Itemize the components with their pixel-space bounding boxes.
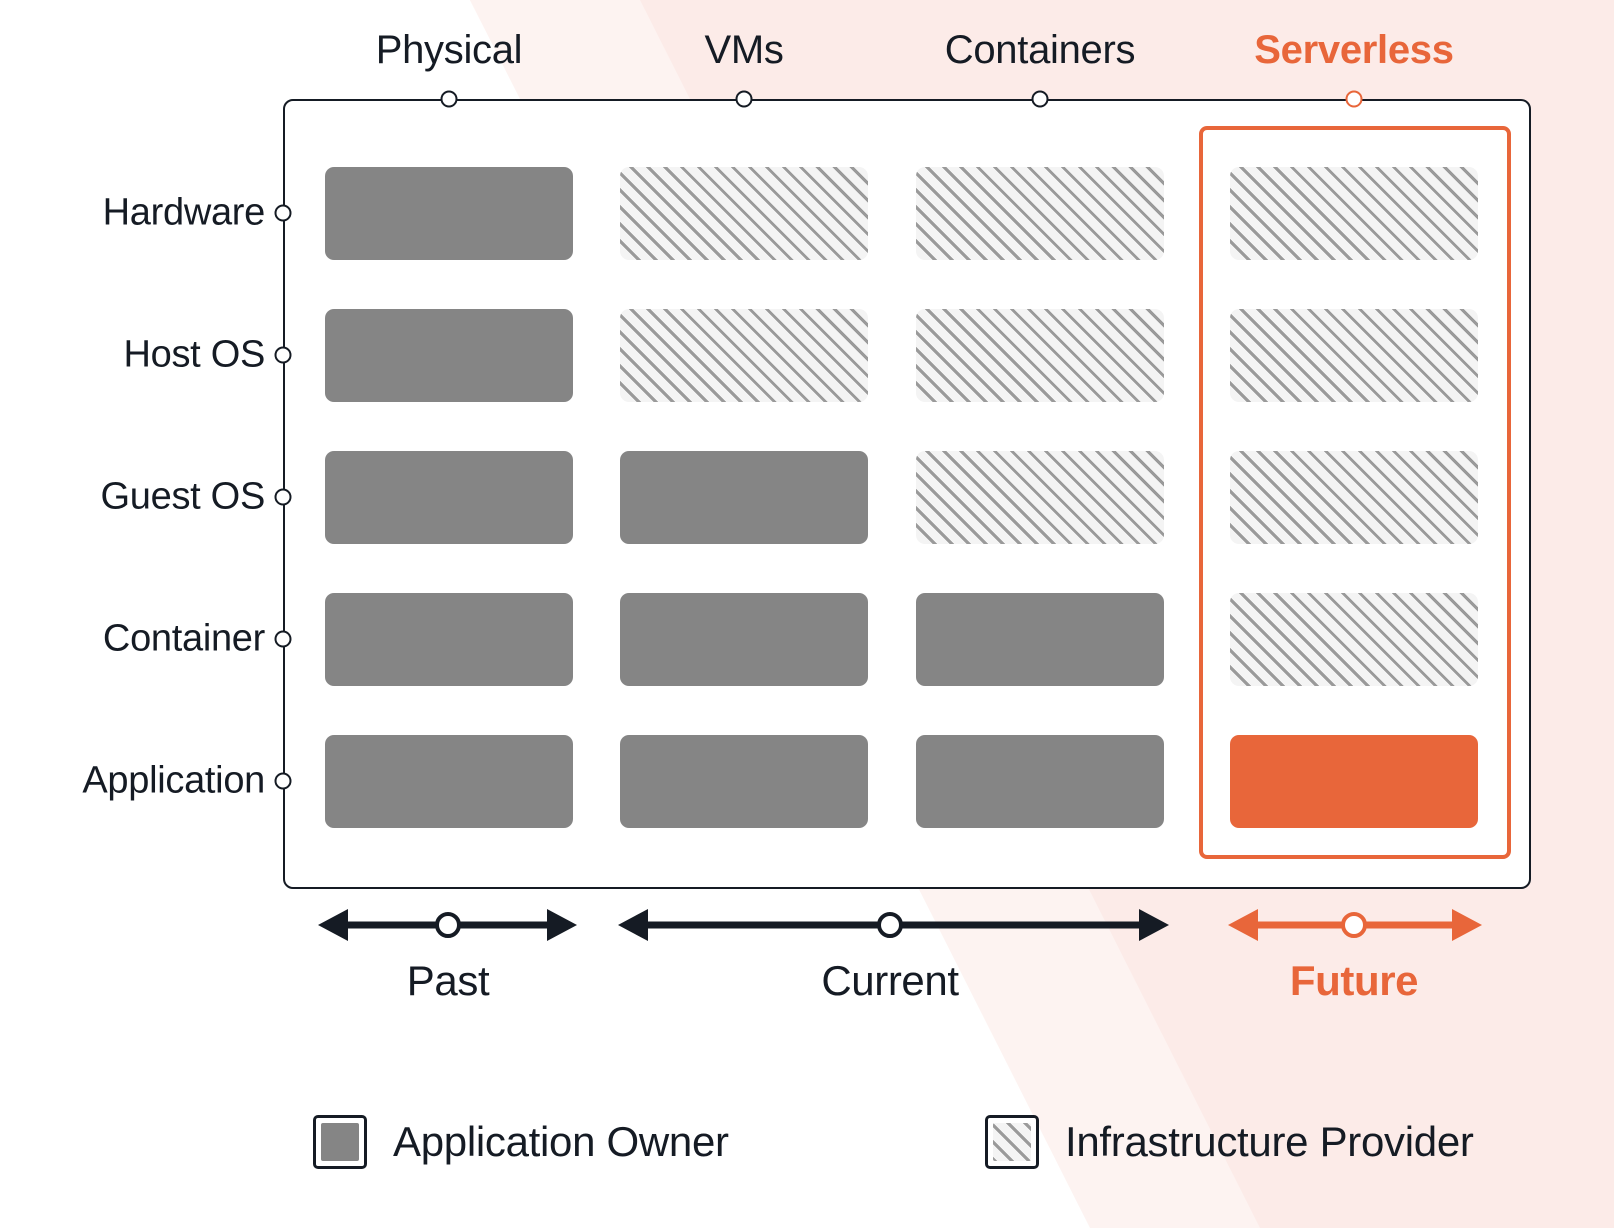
- legend-label-infrastructure-provider: Infrastructure Provider: [1065, 1118, 1474, 1165]
- column-node-vms[interactable]: [735, 90, 753, 108]
- serverless-highlight-box[interactable]: [1199, 126, 1511, 859]
- timeline-label-past[interactable]: Past: [406, 957, 490, 1004]
- row-label-guest-os[interactable]: Guest OS: [100, 475, 266, 518]
- column-node-physical[interactable]: [440, 90, 458, 108]
- legend-swatch-owner-icon: [313, 1115, 367, 1169]
- row-node-host-os[interactable]: [274, 346, 292, 364]
- row-node-application[interactable]: [274, 772, 292, 790]
- timeline-arrow-past: [318, 909, 577, 941]
- row-label-hardware[interactable]: Hardware: [102, 191, 266, 234]
- column-node-serverless[interactable]: [1345, 90, 1363, 108]
- timeline-label-future[interactable]: Future: [1289, 957, 1419, 1004]
- legend-label-application-owner: Application Owner: [393, 1118, 729, 1165]
- timeline-label-current[interactable]: Current: [821, 957, 959, 1004]
- row-label-application[interactable]: Application: [82, 759, 265, 802]
- row-node-hardware[interactable]: [274, 204, 292, 222]
- timeline-arrow-current: [618, 909, 1169, 941]
- row-label-host-os[interactable]: Host OS: [123, 333, 266, 376]
- legend-item-infrastructure-provider[interactable]: Infrastructure Provider: [985, 1115, 1474, 1169]
- row-node-guest-os[interactable]: [274, 488, 292, 506]
- legend-item-application-owner[interactable]: Application Owner: [313, 1115, 729, 1169]
- row-label-container[interactable]: Container: [102, 617, 265, 660]
- timeline-arrow-future: [1228, 909, 1482, 941]
- legend-swatch-provider-icon: [985, 1115, 1039, 1169]
- row-node-container[interactable]: [274, 630, 292, 648]
- column-node-containers[interactable]: [1031, 90, 1049, 108]
